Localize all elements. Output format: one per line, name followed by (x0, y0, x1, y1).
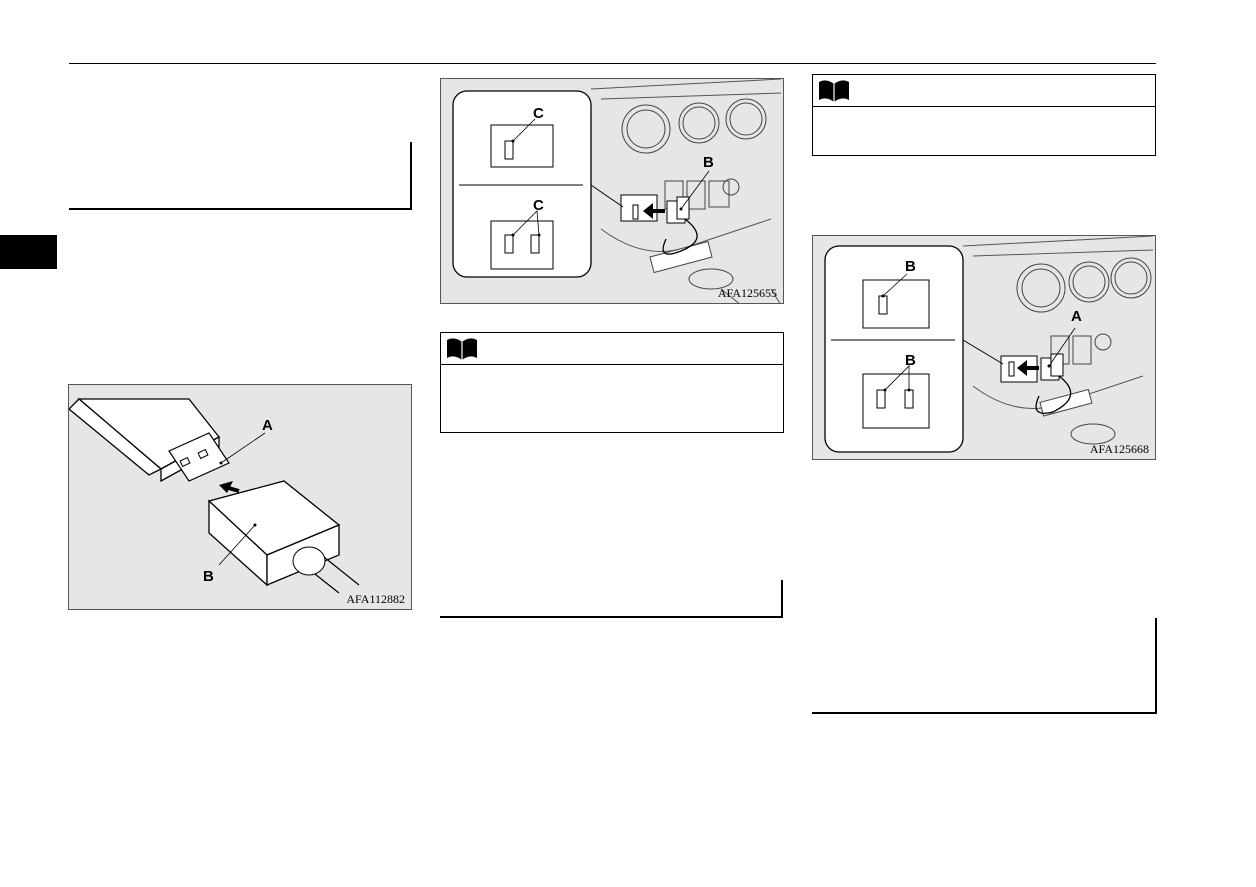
text-bracket-bottom (69, 208, 412, 210)
open-book-icon (447, 338, 477, 360)
figure-code: AFA112882 (346, 592, 405, 606)
callout-a: A (262, 417, 273, 434)
console-figure-a: B B A AFA125668 (812, 235, 1156, 460)
text-bracket-vertical (781, 580, 783, 618)
callout-a: A (1071, 308, 1082, 325)
figure-code: AFA125668 (1089, 442, 1149, 456)
callout-c-bottom: C (533, 197, 544, 214)
text-bracket-bottom (440, 616, 783, 618)
text-bracket-bottom (812, 712, 1157, 714)
text-bracket-vertical (410, 142, 412, 210)
callout-b: B (203, 568, 214, 585)
console-illustration-a (824, 236, 1154, 453)
open-book-icon (819, 80, 849, 102)
note-box (440, 332, 784, 433)
figure-code: AFA125655 (717, 286, 777, 300)
note-header (813, 75, 1155, 107)
usb-plug-illustration (69, 398, 360, 594)
note-box (812, 74, 1156, 156)
console-illustration-c (452, 79, 782, 303)
callout-b: B (703, 154, 714, 171)
usb-plug-figure: A B AFA112882 (68, 384, 412, 610)
console-figure-c: C C B AFA125655 (440, 78, 784, 304)
note-header (441, 333, 783, 365)
text-bracket-vertical (1155, 618, 1157, 714)
callout-c-top: C (533, 105, 544, 122)
header-rule (69, 63, 1156, 64)
callout-b-bottom: B (905, 352, 916, 369)
section-tab-marker (0, 235, 57, 269)
callout-b-top: B (905, 258, 916, 275)
